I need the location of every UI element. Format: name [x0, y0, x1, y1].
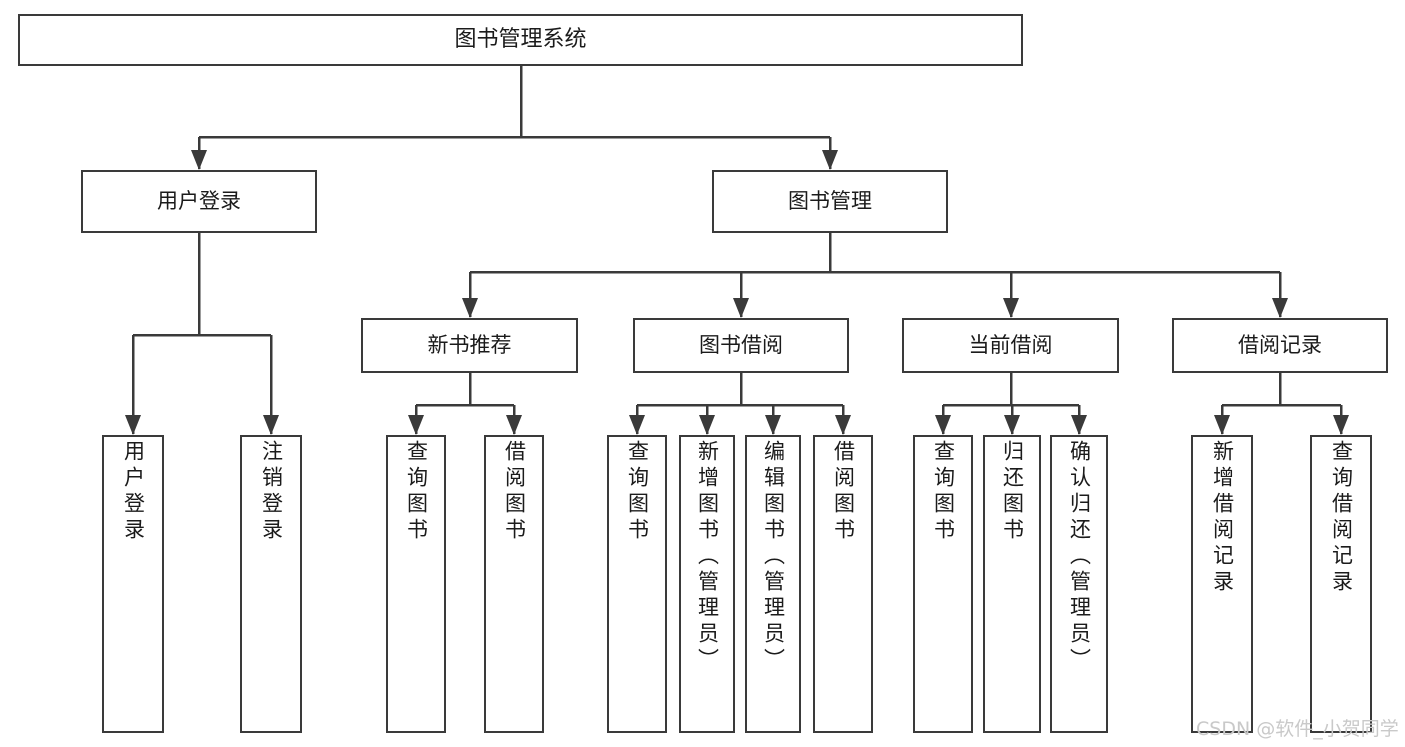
edge-arrowhead — [733, 298, 749, 318]
node-leaf-user-login[interactable]: 用户登录 — [102, 435, 164, 733]
node-leaf-c-return[interactable]: 归还图书 — [983, 435, 1041, 733]
node-label: 借阅图书 — [502, 440, 527, 544]
edge-arrowhead — [935, 415, 951, 435]
node-root[interactable]: 图书管理系统 — [18, 14, 1023, 66]
node-label: 图书管理系统 — [454, 27, 587, 53]
node-leaf-c-confirm[interactable]: 确认归还（管理员） — [1050, 435, 1108, 733]
node-label: 确认归还（管理员） — [1067, 440, 1092, 674]
edge-arrowhead — [125, 415, 141, 435]
node-label: 用户登录 — [121, 440, 146, 544]
edge-arrowhead — [263, 415, 279, 435]
node-label: 查询图书 — [625, 440, 650, 544]
edge-arrowhead — [629, 415, 645, 435]
node-label: 注销登录 — [259, 440, 284, 544]
node-label: 借阅记录 — [1238, 333, 1322, 358]
edge-arrowhead — [506, 415, 522, 435]
node-leaf-user-logout[interactable]: 注销登录 — [240, 435, 302, 733]
node-current[interactable]: 当前借阅 — [902, 318, 1119, 373]
edge-arrowhead — [822, 150, 838, 170]
node-label: 图书管理 — [788, 189, 872, 214]
node-login[interactable]: 用户登录 — [81, 170, 317, 233]
node-newbook[interactable]: 新书推荐 — [361, 318, 578, 373]
node-label: 当前借阅 — [968, 333, 1053, 358]
node-label: 查询图书 — [404, 440, 429, 544]
edge-arrowhead — [835, 415, 851, 435]
node-label: 用户登录 — [157, 189, 241, 214]
node-borrow[interactable]: 图书借阅 — [633, 318, 849, 373]
node-label: 新增借阅记录 — [1210, 440, 1235, 596]
edge-arrowhead — [765, 415, 781, 435]
edge-arrowhead — [1272, 298, 1288, 318]
edge-arrowhead — [699, 415, 715, 435]
edge-arrowhead — [1214, 415, 1230, 435]
edge-arrowhead — [462, 298, 478, 318]
node-leaf-b-add[interactable]: 新增图书（管理员） — [679, 435, 735, 733]
node-label: 新书推荐 — [427, 333, 512, 358]
node-label: 新增图书（管理员） — [695, 440, 720, 674]
node-leaf-b-edit[interactable]: 编辑图书（管理员） — [745, 435, 801, 733]
node-leaf-b-borrow[interactable]: 借阅图书 — [813, 435, 873, 733]
edge-arrowhead — [408, 415, 424, 435]
node-label: 借阅图书 — [831, 440, 856, 544]
node-bookmgmt[interactable]: 图书管理 — [712, 170, 948, 233]
node-leaf-nb-borrow[interactable]: 借阅图书 — [484, 435, 544, 733]
node-leaf-nb-query[interactable]: 查询图书 — [386, 435, 446, 733]
edge-arrowhead — [1004, 415, 1020, 435]
node-leaf-c-query[interactable]: 查询图书 — [913, 435, 973, 733]
node-leaf-r-query[interactable]: 查询借阅记录 — [1310, 435, 1372, 733]
node-label: 查询图书 — [931, 440, 956, 544]
edge-arrowhead — [1003, 298, 1019, 318]
edge-arrowhead — [191, 150, 207, 170]
node-label: 归还图书 — [1000, 440, 1025, 544]
node-label: 图书借阅 — [699, 333, 783, 358]
node-leaf-r-add[interactable]: 新增借阅记录 — [1191, 435, 1253, 733]
node-records[interactable]: 借阅记录 — [1172, 318, 1388, 373]
edge-arrowhead — [1333, 415, 1349, 435]
node-label: 编辑图书（管理员） — [761, 440, 786, 674]
node-leaf-b-query[interactable]: 查询图书 — [607, 435, 667, 733]
edge-arrowhead — [1071, 415, 1087, 435]
node-label: 查询借阅记录 — [1329, 440, 1354, 596]
